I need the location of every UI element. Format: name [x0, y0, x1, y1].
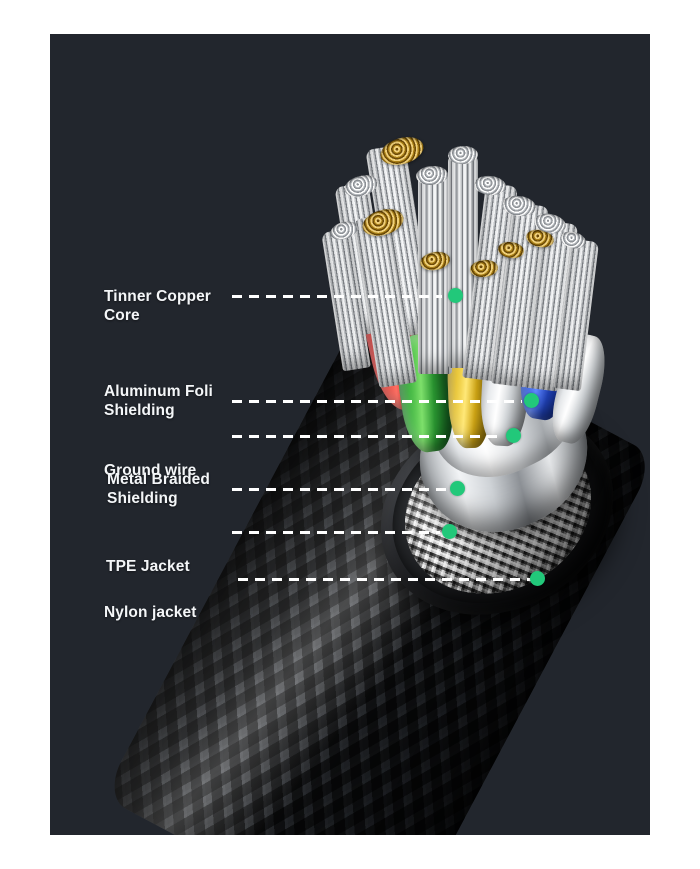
- callout-dot-aluminum-foil-shielding: [524, 393, 539, 408]
- callout-dot-nylon-jacket: [530, 571, 545, 586]
- callout-dot-ground-wire: [506, 428, 521, 443]
- callout-label-tinner-copper-core: Tinner Copper Core: [104, 288, 211, 324]
- callout-label-ground-wire: Ground wire: [104, 462, 197, 479]
- leader-line-tinner-copper-core: [232, 295, 442, 298]
- callout-dot-tpe-jacket: [442, 524, 457, 539]
- leader-line-metal-braided-shielding: [232, 488, 448, 491]
- copper-strand-bundle: [418, 174, 452, 374]
- leader-line-ground-wire: [232, 435, 504, 438]
- callout-dot-tinner-copper-core: [448, 288, 463, 303]
- callout-label-metal-braided-shielding: Metal Braided Shielding: [107, 471, 210, 507]
- callout-dot-metal-braided-shielding: [450, 481, 465, 496]
- callout-label-tpe-jacket: TPE Jacket: [106, 558, 190, 575]
- product-illustration-panel: Tinner Copper Core Aluminum Foli Shieldi…: [50, 34, 650, 835]
- leader-line-tpe-jacket: [232, 531, 440, 534]
- callout-label-nylon-jacket: Nylon jacket: [104, 604, 197, 621]
- cable-illustration: [50, 34, 650, 835]
- callout-label-aluminum-foil-shielding: Aluminum Foli Shielding: [104, 383, 213, 419]
- leader-line-nylon-jacket: [238, 578, 536, 581]
- leader-line-aluminum-foil-shielding: [232, 400, 522, 403]
